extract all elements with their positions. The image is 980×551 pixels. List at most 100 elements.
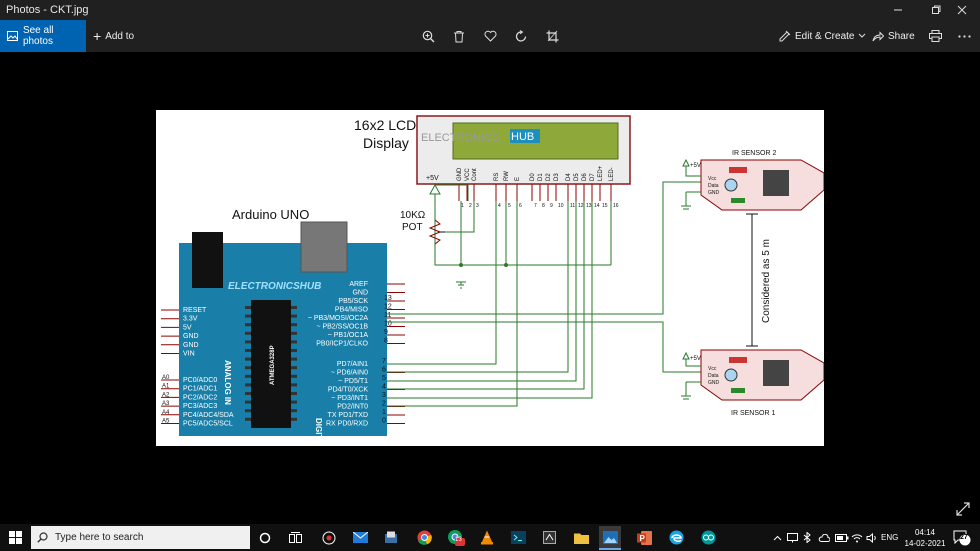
lcd-pin-number: 4 bbox=[498, 203, 501, 209]
lcd-pin-number: 6 bbox=[519, 203, 522, 209]
action-center-button[interactable]: 27 bbox=[953, 524, 971, 551]
taskbar-app-powerpoint[interactable]: P bbox=[633, 527, 655, 548]
lcd-pin-number: 3 bbox=[476, 203, 479, 209]
taskbar-app-mail[interactable] bbox=[349, 527, 371, 548]
taskbar-search[interactable]: Type here to search bbox=[31, 526, 250, 549]
taskbar-app-photos[interactable] bbox=[599, 526, 621, 550]
analog-pin-number: A3 bbox=[162, 401, 170, 407]
digital-pin-number: 13 bbox=[384, 295, 392, 302]
lcd-pin-label: D6 bbox=[582, 173, 588, 181]
sensor2-title: IR SENSOR 2 bbox=[732, 150, 776, 157]
taskbar-app-vlc[interactable] bbox=[476, 527, 498, 548]
wifi-icon bbox=[851, 533, 863, 542]
analog-pin-number: A5 bbox=[162, 419, 170, 425]
maximize-button[interactable] bbox=[918, 0, 954, 20]
plus-icon: + bbox=[93, 28, 102, 44]
chip-leg bbox=[291, 314, 297, 318]
digital-pin-label: ~ PD6/AIN0 bbox=[331, 370, 368, 377]
digital-pin-label: RX PD0/RXD bbox=[326, 421, 368, 428]
zoom-in-icon bbox=[422, 30, 434, 42]
digital-pin-label: ~ PB3/MOSI/OC2A bbox=[308, 315, 368, 322]
tray-icon-cloud[interactable] bbox=[818, 524, 830, 551]
more-icon bbox=[957, 34, 971, 38]
lcd-pin-number: 11 bbox=[570, 203, 575, 209]
chip-leg bbox=[291, 340, 297, 344]
zoom-button[interactable] bbox=[418, 26, 438, 46]
chip-leg bbox=[245, 417, 251, 421]
chip-leg bbox=[245, 314, 251, 318]
start-button[interactable] bbox=[4, 527, 26, 548]
taskbar-app-files[interactable] bbox=[380, 527, 402, 548]
lcd-pin-label: LED- bbox=[609, 167, 615, 181]
analog-pin-label: PC5/ADC5/SCL bbox=[183, 421, 233, 428]
tray-icon-volume[interactable] bbox=[866, 524, 878, 551]
add-to-button[interactable]: + Add to bbox=[93, 20, 134, 52]
lcd-pin-number: 9 bbox=[550, 203, 553, 209]
taskbar-app-terminal[interactable] bbox=[507, 527, 529, 548]
chip-leg bbox=[245, 374, 251, 378]
print-button[interactable] bbox=[925, 26, 945, 46]
digital-pin-number: 4 bbox=[382, 384, 386, 391]
digital-pin-label: PB5/SCK bbox=[338, 298, 368, 305]
show-hidden-icons-button[interactable] bbox=[773, 524, 782, 551]
task-view-button[interactable] bbox=[284, 527, 306, 548]
chip-leg bbox=[245, 400, 251, 404]
cortana-button[interactable] bbox=[254, 527, 276, 548]
analog-pin-number: A2 bbox=[162, 392, 170, 398]
vlc-icon bbox=[481, 530, 493, 545]
chip-leg bbox=[245, 357, 251, 361]
pot-power-wire bbox=[434, 194, 611, 266]
crop-button[interactable] bbox=[542, 26, 562, 46]
input-language-button[interactable]: ENG bbox=[881, 524, 898, 551]
lcd-pin-number: 8 bbox=[542, 203, 545, 209]
minimize-button[interactable] bbox=[880, 0, 916, 20]
board-brand: ELECTRONICSHUB bbox=[228, 281, 321, 292]
cortana-icon bbox=[259, 532, 271, 543]
app-icon bbox=[542, 531, 556, 544]
lcd-pin-label: D4 bbox=[566, 173, 572, 181]
power-pin-label: RESET bbox=[183, 307, 207, 314]
taskbar-app-arduino[interactable] bbox=[697, 527, 719, 548]
share-button[interactable]: Share bbox=[872, 20, 915, 52]
lcd-brand-b: HUB bbox=[511, 131, 534, 143]
analog-pin-number: A0 bbox=[162, 375, 170, 381]
taskbar-app-media[interactable] bbox=[318, 527, 340, 548]
chevron-up-icon bbox=[773, 535, 782, 540]
digital-pin-label: ~ PD3/INT1 bbox=[331, 395, 368, 402]
chip-label: ATMEGA328P bbox=[270, 345, 276, 385]
folder-icon bbox=[573, 533, 589, 544]
sensor1-vcc: +5V bbox=[690, 356, 701, 362]
more-button[interactable] bbox=[954, 26, 974, 46]
tray-icon-bluetooth[interactable] bbox=[803, 524, 811, 551]
edge-icon bbox=[669, 530, 683, 545]
digital-pin-label: PB0/ICP1/CLKO bbox=[316, 341, 368, 348]
circuit-diagram: ELECTRONICS HUB GND1VCC2Cont3RS4RW5E6D07… bbox=[161, 115, 825, 481]
digital-pin-number: 0 bbox=[382, 418, 386, 425]
taskbar-app-edge[interactable] bbox=[665, 527, 687, 548]
chip-leg bbox=[291, 306, 297, 309]
lcd-pin-label: GND bbox=[457, 167, 463, 181]
lcd-module: ELECTRONICS HUB GND1VCC2Cont3RS4RW5E6D07… bbox=[416, 115, 631, 209]
favorite-button[interactable] bbox=[480, 26, 500, 46]
close-icon bbox=[957, 5, 967, 15]
close-button[interactable] bbox=[944, 0, 980, 20]
taskbar-app-explorer[interactable] bbox=[570, 527, 592, 548]
rotate-button[interactable] bbox=[511, 26, 531, 46]
tray-icon-display[interactable] bbox=[787, 524, 798, 551]
chrome-badge-count: 13 bbox=[455, 537, 462, 543]
minimize-icon bbox=[894, 9, 902, 11]
tray-icon-battery[interactable] bbox=[835, 524, 849, 551]
taskbar-app-chrome-profile[interactable]: 13 bbox=[445, 527, 467, 548]
digital-pin-label: ~ PB2/SS/OC1B bbox=[316, 324, 368, 331]
tray-icon-wifi[interactable] bbox=[851, 524, 863, 551]
taskbar-app-chrome[interactable] bbox=[413, 527, 435, 548]
taskbar-app-unknown[interactable] bbox=[538, 527, 560, 548]
edit-create-button[interactable]: Edit & Create bbox=[779, 20, 866, 52]
share-label: Share bbox=[888, 30, 915, 42]
see-all-photos-label: See all photos bbox=[22, 25, 54, 47]
delete-button[interactable] bbox=[449, 26, 469, 46]
see-all-photos-button[interactable]: See all photos bbox=[0, 20, 86, 52]
clock-button[interactable]: 04:14 14-02-2021 bbox=[903, 524, 947, 551]
fullscreen-button[interactable] bbox=[956, 502, 974, 520]
